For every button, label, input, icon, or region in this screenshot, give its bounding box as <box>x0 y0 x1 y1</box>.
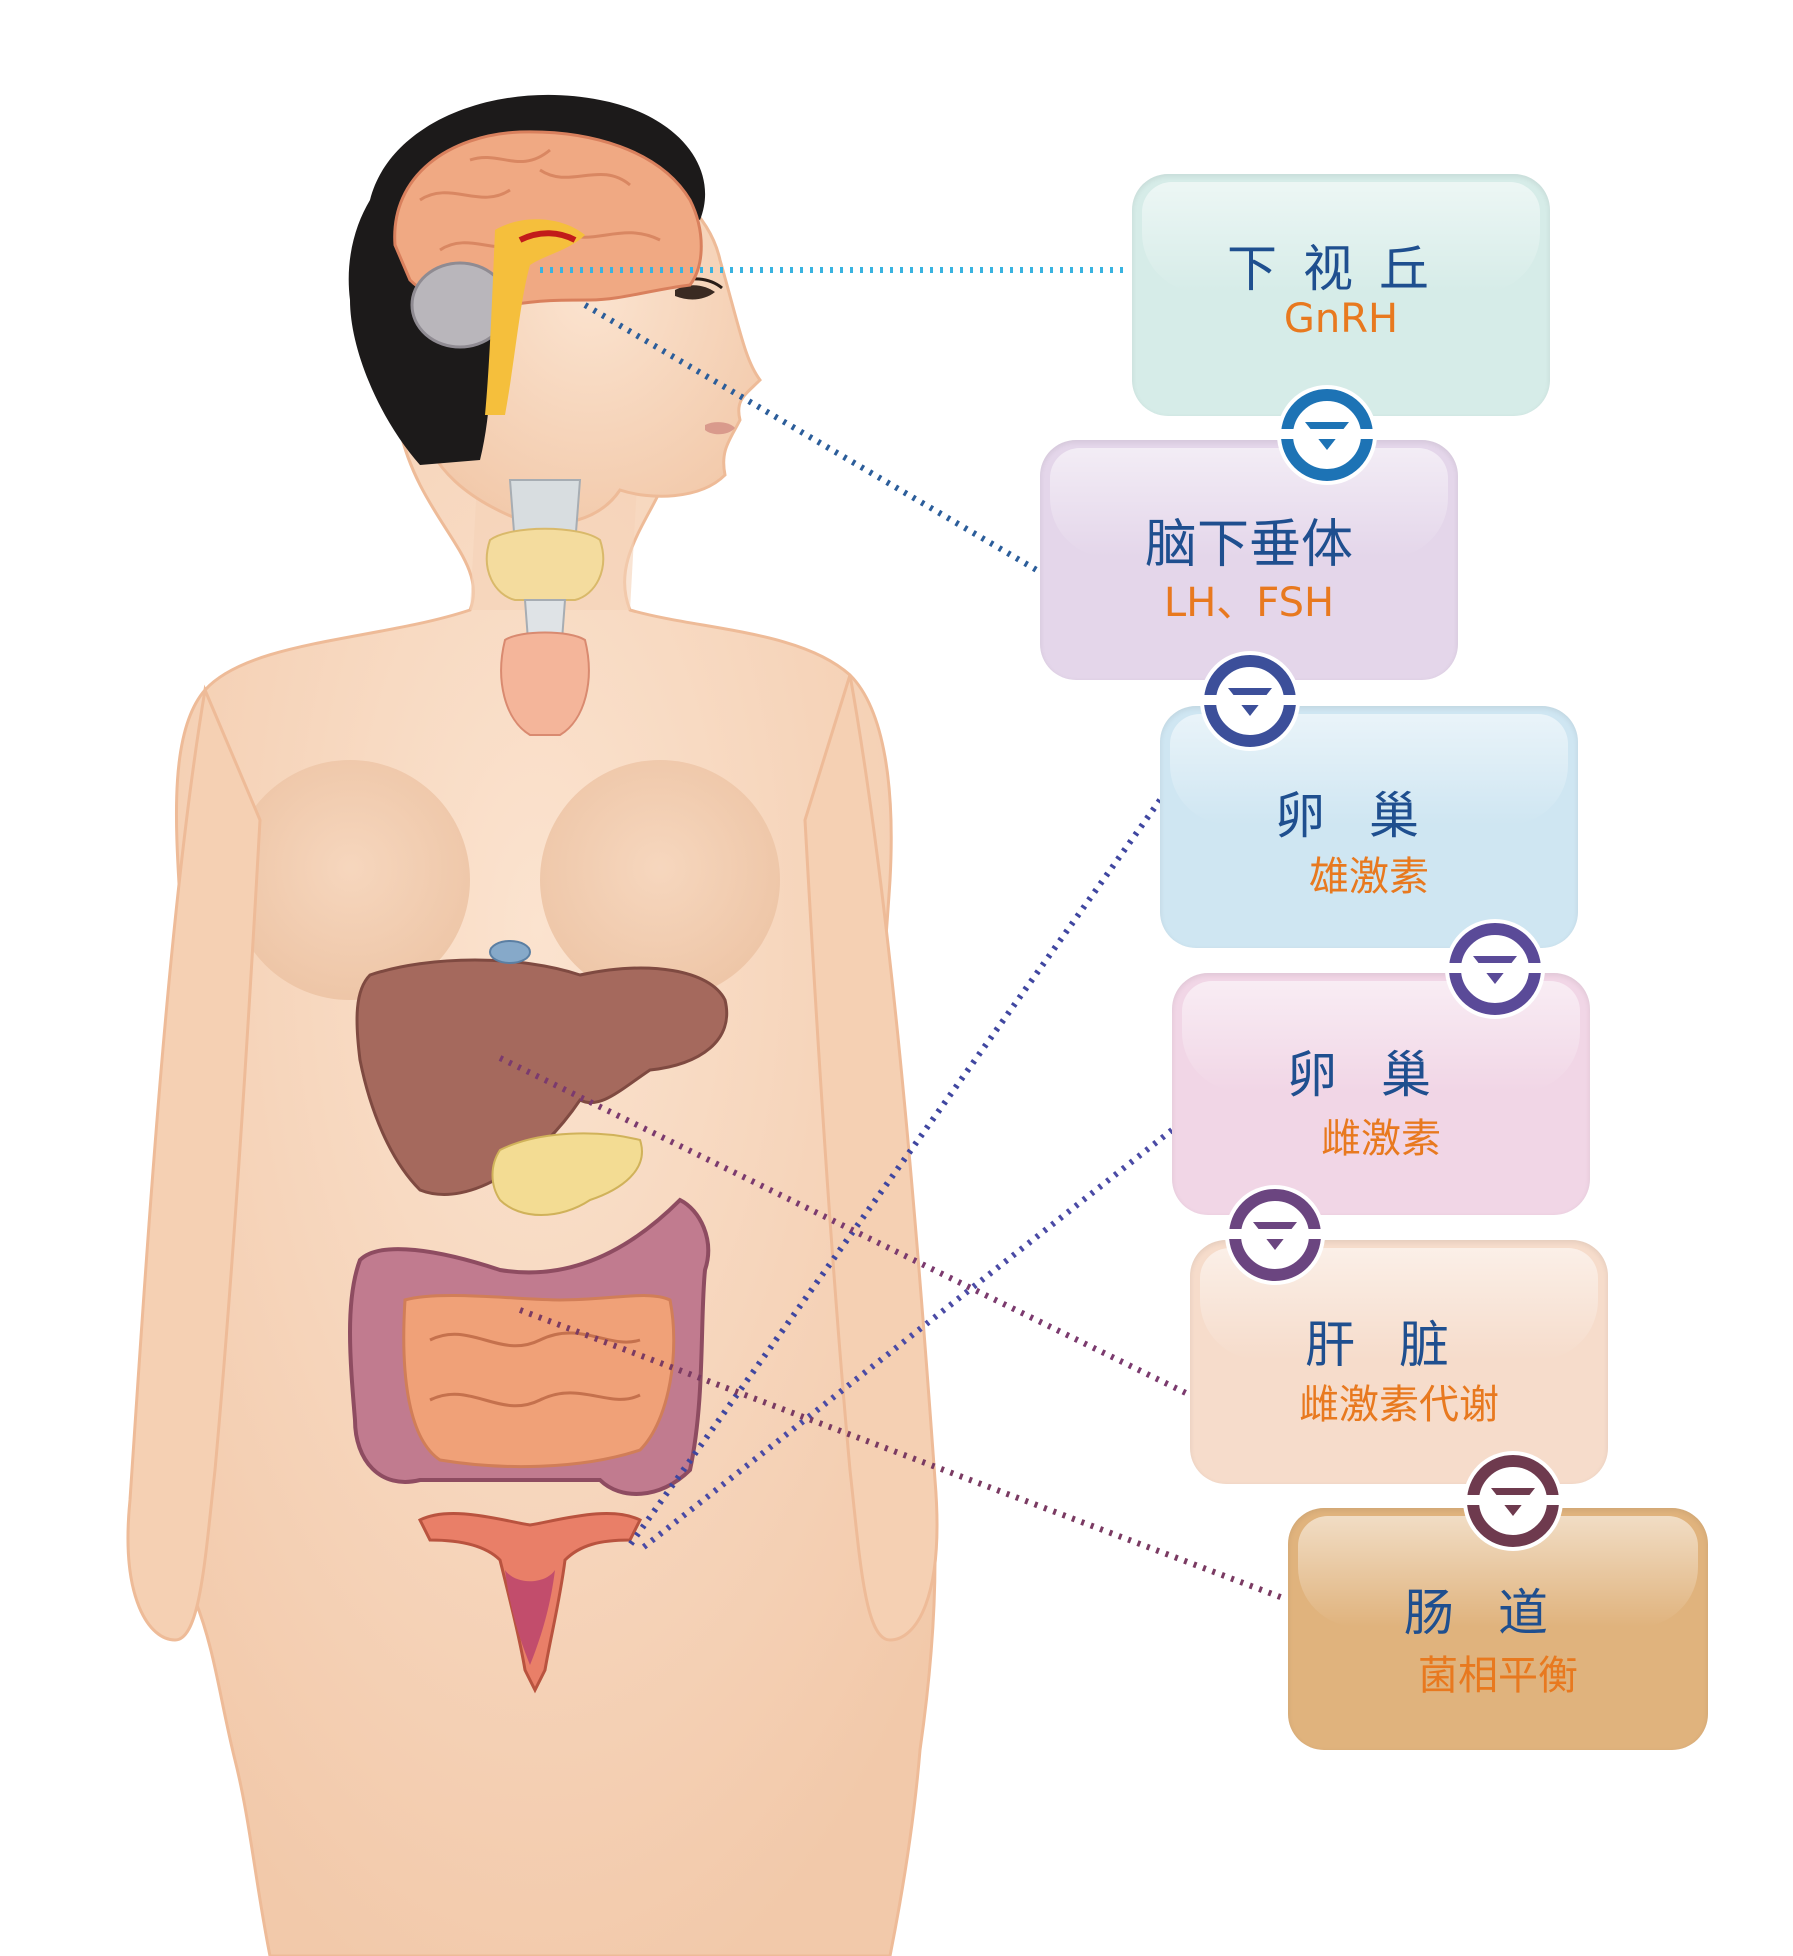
box-subtitle: 雌激素 <box>1321 1116 1441 1162</box>
box-subtitle: 雌激素代谢 <box>1299 1382 1499 1428</box>
down-arrow-icon <box>1463 1451 1563 1551</box>
box-gloss <box>1050 448 1448 559</box>
down-arrow-icon <box>1277 385 1377 485</box>
box-title: 肝脏 <box>1305 1316 1493 1374</box>
connector-lines <box>498 267 1285 1601</box>
box-subtitle: GnRH <box>1283 296 1399 342</box>
head-illustration <box>348 94 762 526</box>
organs-illustration <box>348 940 729 1694</box>
box-subtitle: 菌相平衡 <box>1418 1653 1578 1699</box>
ovary-estrogen-box: 卵巢 雌激素 <box>1172 973 1590 1215</box>
connector-ovary-androgen <box>627 798 1163 1547</box>
pituitary-box: 脑下垂体 LH、FSH <box>1040 440 1458 680</box>
down-arrow-icon <box>1225 1185 1325 1285</box>
box-title: 下视丘 <box>1227 240 1455 298</box>
box-subtitle: LH、FSH <box>1163 580 1335 626</box>
connector-ovary-estrogen <box>638 1127 1174 1553</box>
box-title: 卵巢 <box>1275 787 1463 845</box>
down-arrow-icon <box>1200 651 1300 751</box>
intestine-box: 肠道 菌相平衡 <box>1288 1508 1708 1750</box>
down-arrow-icon <box>1445 919 1545 1019</box>
box-title: 卵巢 <box>1287 1046 1475 1104</box>
box-subtitle: 雄激素 <box>1309 854 1429 900</box>
hypothalamus-box: 下视丘 GnRH <box>1132 174 1550 416</box>
thyroid-illustration <box>485 479 605 736</box>
box-gloss <box>1142 182 1540 294</box>
box-title: 肠道 <box>1404 1584 1592 1642</box>
box-title: 脑下垂体 <box>1144 515 1353 575</box>
